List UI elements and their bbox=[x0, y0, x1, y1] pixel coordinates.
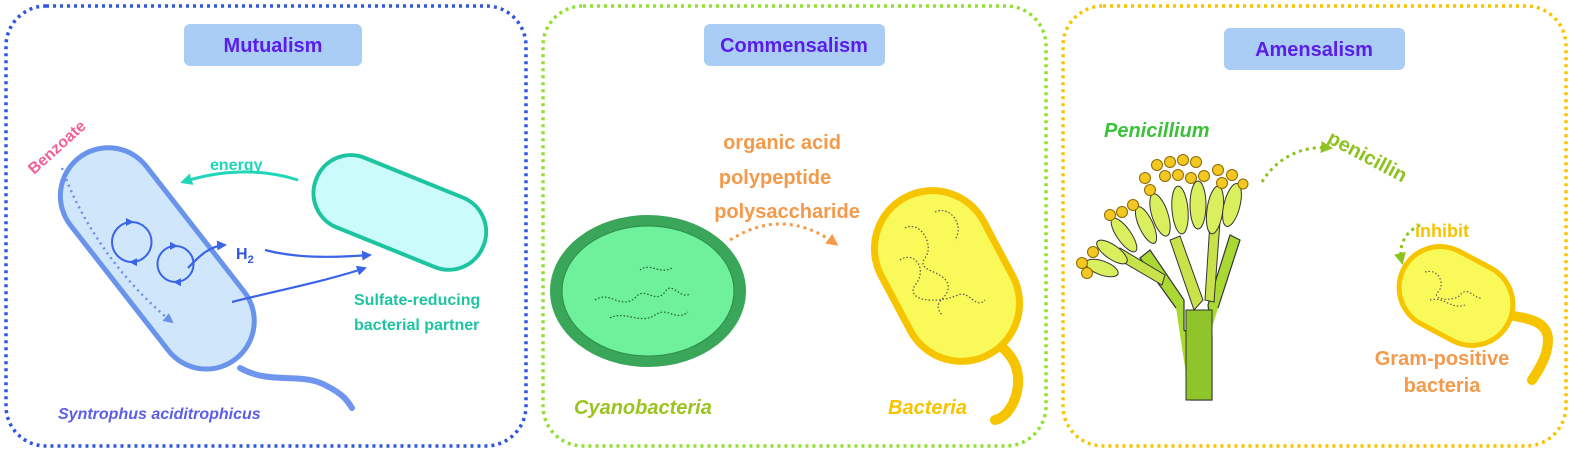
partner-label-line2: bacterial partner bbox=[354, 317, 479, 334]
amensalism-title: Amensalism bbox=[1255, 39, 1373, 61]
product-polypeptide: polypeptide bbox=[719, 167, 831, 189]
commensalism-border bbox=[541, 4, 1048, 448]
product-organic-acid: organic acid bbox=[723, 132, 841, 154]
gram-positive-cell bbox=[1396, 244, 1554, 385]
bacteria-cell bbox=[870, 187, 1024, 425]
producer-label: Penicillium bbox=[1104, 120, 1210, 142]
commensalism-title: Commensalism bbox=[720, 35, 868, 57]
commensal-flow-arrow bbox=[729, 222, 839, 246]
commensalism-title-box bbox=[704, 24, 885, 66]
mutualism-border bbox=[4, 4, 528, 448]
effect-label: inhibit bbox=[1415, 221, 1469, 241]
penicillium-illustration bbox=[1076, 154, 1249, 401]
product-polysaccharide: polysaccharide bbox=[714, 201, 860, 223]
amensalism-title-box bbox=[1224, 28, 1405, 70]
mutualism-panel: Mutualism Benzoate energy bbox=[4, 4, 528, 448]
inhibit-arrow bbox=[1394, 223, 1421, 265]
partner-label-line1: Sulfate-reducing bbox=[354, 292, 480, 309]
energy-arrow bbox=[180, 170, 299, 185]
mutualism-title-box bbox=[184, 24, 362, 66]
sulfate-reducer-cell bbox=[311, 153, 489, 272]
organism-label: Syntrophus aciditrophicus bbox=[58, 406, 261, 423]
donor-label: Cyanobacteria bbox=[574, 397, 712, 419]
mutualism-title: Mutualism bbox=[224, 35, 323, 57]
h2-label: H2 bbox=[236, 246, 254, 266]
commensalism-panel: Commensalism organic acid polypeptide po… bbox=[541, 4, 1048, 448]
syntrophus-cell bbox=[57, 145, 372, 411]
target-label-line2: bacteria bbox=[1404, 375, 1482, 397]
compound-label: penicillin bbox=[1324, 127, 1411, 187]
h2-subscript: 2 bbox=[248, 254, 254, 266]
amensalism-panel: Amensalism Penicillium bbox=[1061, 4, 1568, 448]
energy-label: energy bbox=[210, 157, 263, 174]
penicillin-arrow bbox=[1260, 141, 1333, 183]
target-label-line1: Gram-positive bbox=[1375, 348, 1509, 370]
cyanobacteria-cell bbox=[550, 215, 746, 367]
receiver-label: Bacteria bbox=[888, 397, 967, 419]
amensalism-border bbox=[1061, 4, 1568, 448]
h2-text: H bbox=[236, 246, 248, 263]
